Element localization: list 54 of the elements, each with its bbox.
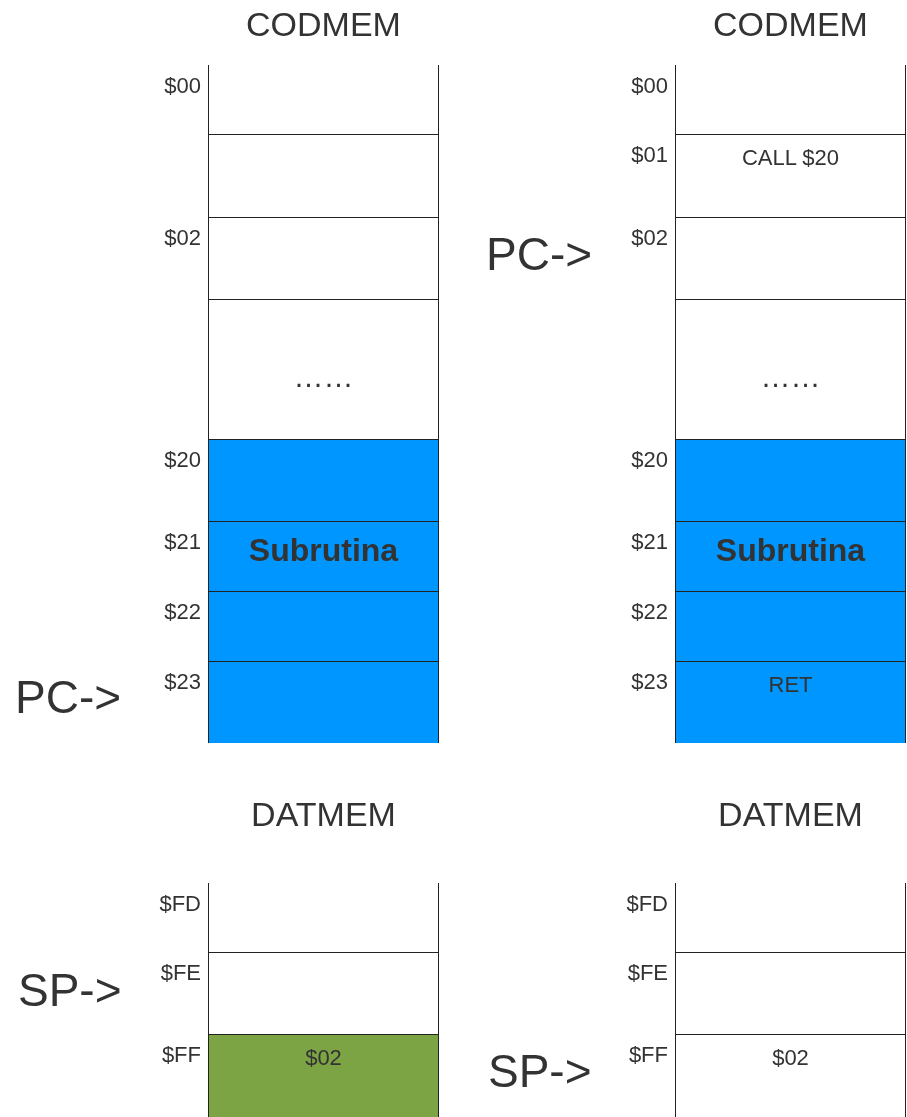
ellipsis-text: …… [292,360,355,394]
memory-cell [675,134,906,217]
program-counter-pointer: PC-> [486,227,593,281]
address-label: $02 [630,225,668,251]
memory-cell [208,591,439,661]
address-label: $FE [626,960,668,986]
memory-cell [675,521,906,591]
memory-title: CODMEM [712,5,869,44]
address-label: $FD [625,891,668,917]
memory-cell [208,217,439,299]
stack-pointer-pointer: SP-> [18,963,122,1017]
memory-title: DATMEM [250,795,397,834]
address-label: $22 [163,599,201,625]
address-label: $FD [158,891,201,917]
cell-value: RET [767,672,814,698]
address-label: $23 [630,669,668,695]
memory-cell [208,521,439,591]
memory-title: DATMEM [717,795,864,834]
address-label: $22 [630,599,668,625]
address-label: $23 [163,669,201,695]
address-label: $20 [630,447,668,473]
memory-cell [208,1034,439,1117]
memory-cell [675,1034,906,1117]
address-label: $FE [159,960,201,986]
address-label: $01 [630,142,668,168]
address-label: $FF [627,1042,668,1068]
memory-cell [675,439,906,521]
memory-cell [208,883,439,952]
subroutine-label: Subrutina [714,532,867,569]
memory-cell [675,591,906,661]
address-label: $20 [163,447,201,473]
memory-cell [675,883,906,952]
memory-cell [675,661,906,743]
address-label: $21 [163,529,201,555]
memory-cell [675,952,906,1034]
address-label: $02 [163,225,201,251]
cell-value: $02 [771,1045,810,1071]
subroutine-label: Subrutina [247,532,400,569]
address-label: $21 [630,529,668,555]
memory-cell [675,217,906,299]
memory-title: CODMEM [245,5,402,44]
cell-value: CALL $20 [740,145,840,171]
address-label: $FF [160,1042,201,1068]
program-counter-pointer: PC-> [15,670,122,724]
cell-value: $02 [304,1045,343,1071]
address-label: $00 [630,73,668,99]
stack-pointer-pointer: SP-> [488,1044,592,1098]
ellipsis-text: …… [759,360,822,394]
memory-cell [208,65,439,134]
memory-cell [208,134,439,217]
memory-cell [675,65,906,134]
memory-cell [208,661,439,743]
memory-cell [208,439,439,521]
address-label: $00 [163,73,201,99]
